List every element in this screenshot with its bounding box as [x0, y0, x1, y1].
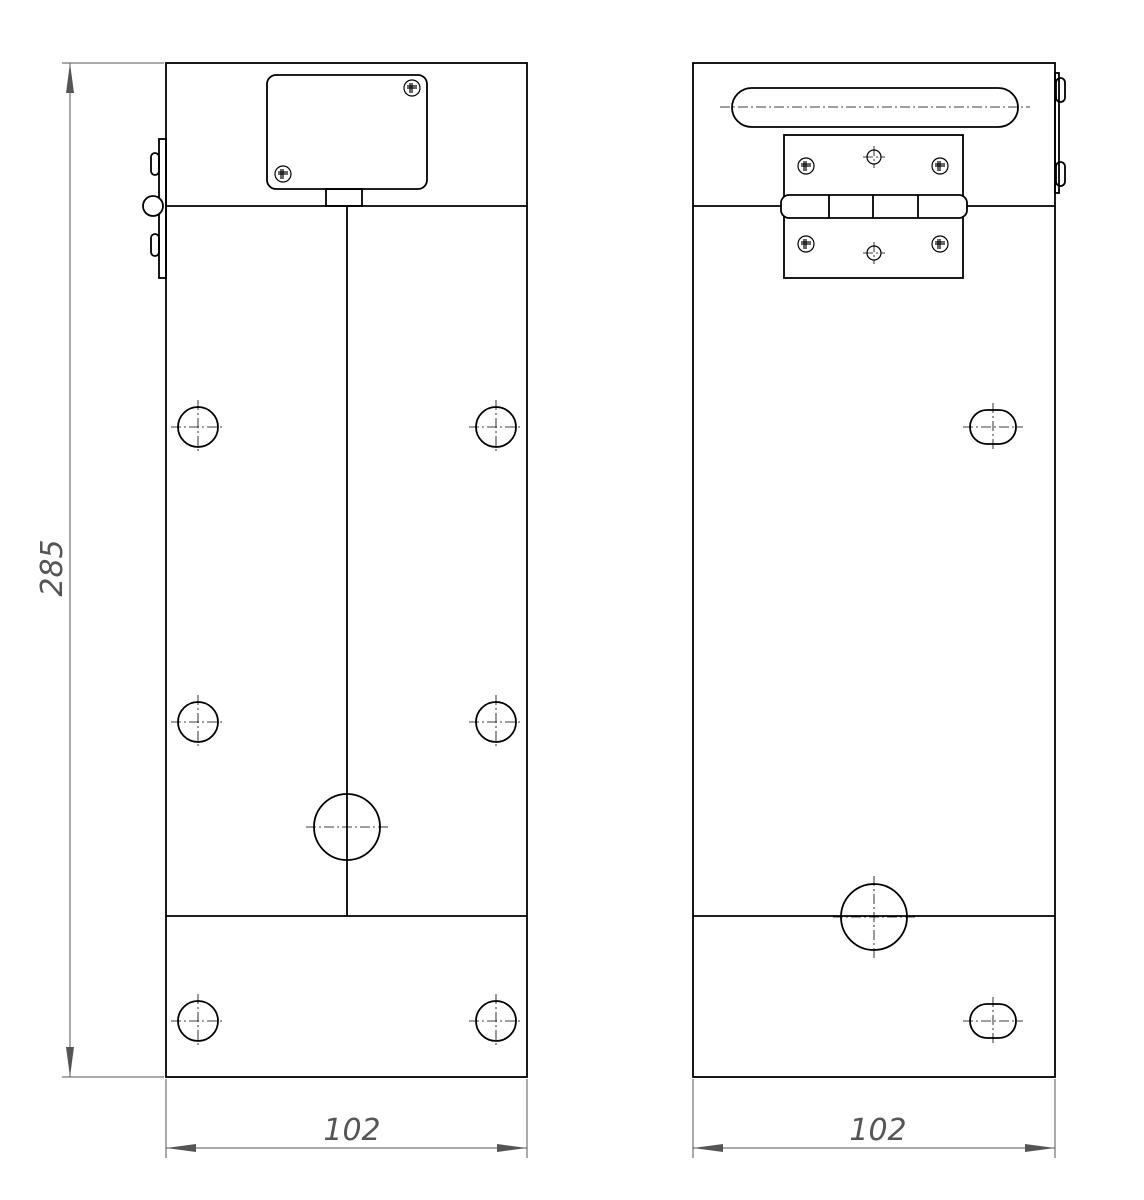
dimension-width-right-label: 102 [849, 1113, 906, 1148]
mounting-slot [963, 403, 1023, 451]
mounting-holes [171, 400, 523, 1048]
hinge-screws [797, 146, 949, 264]
mounting-slot [963, 997, 1023, 1045]
screw-icon [403, 79, 421, 97]
mounting-hole [469, 695, 523, 749]
right-body-outline [692, 62, 1056, 1078]
rivet-icon [863, 146, 885, 168]
screw-icon [274, 165, 292, 183]
screw-icon [797, 235, 815, 253]
cable-gland-hole [306, 786, 388, 868]
rivet-icon [863, 242, 885, 264]
dimension-height: 285 [35, 62, 164, 1078]
mounting-hole [171, 400, 225, 454]
screw-icon [797, 157, 815, 175]
mounting-hole [469, 994, 523, 1048]
mounting-hole [171, 695, 225, 749]
left-body-outline [165, 62, 528, 1078]
cable-gland-hole [833, 876, 915, 958]
dimension-width-left: 102 [165, 1079, 528, 1158]
mounting-hole [469, 400, 523, 454]
screw-icon [931, 235, 949, 253]
side-hinge-profile [142, 138, 167, 279]
screw-icon [931, 157, 949, 175]
hinge [780, 134, 968, 279]
junction-box [266, 74, 428, 207]
mounting-hole [171, 994, 225, 1048]
left-view [142, 62, 528, 1078]
handle-slot [720, 87, 1030, 128]
right-view [692, 62, 1066, 1078]
dimension-width-left-label: 102 [323, 1113, 380, 1148]
mounting-holes [963, 403, 1023, 1045]
dimension-height-label: 285 [35, 539, 70, 596]
side-latch [1054, 72, 1066, 194]
dimension-width-right: 102 [692, 1079, 1056, 1158]
